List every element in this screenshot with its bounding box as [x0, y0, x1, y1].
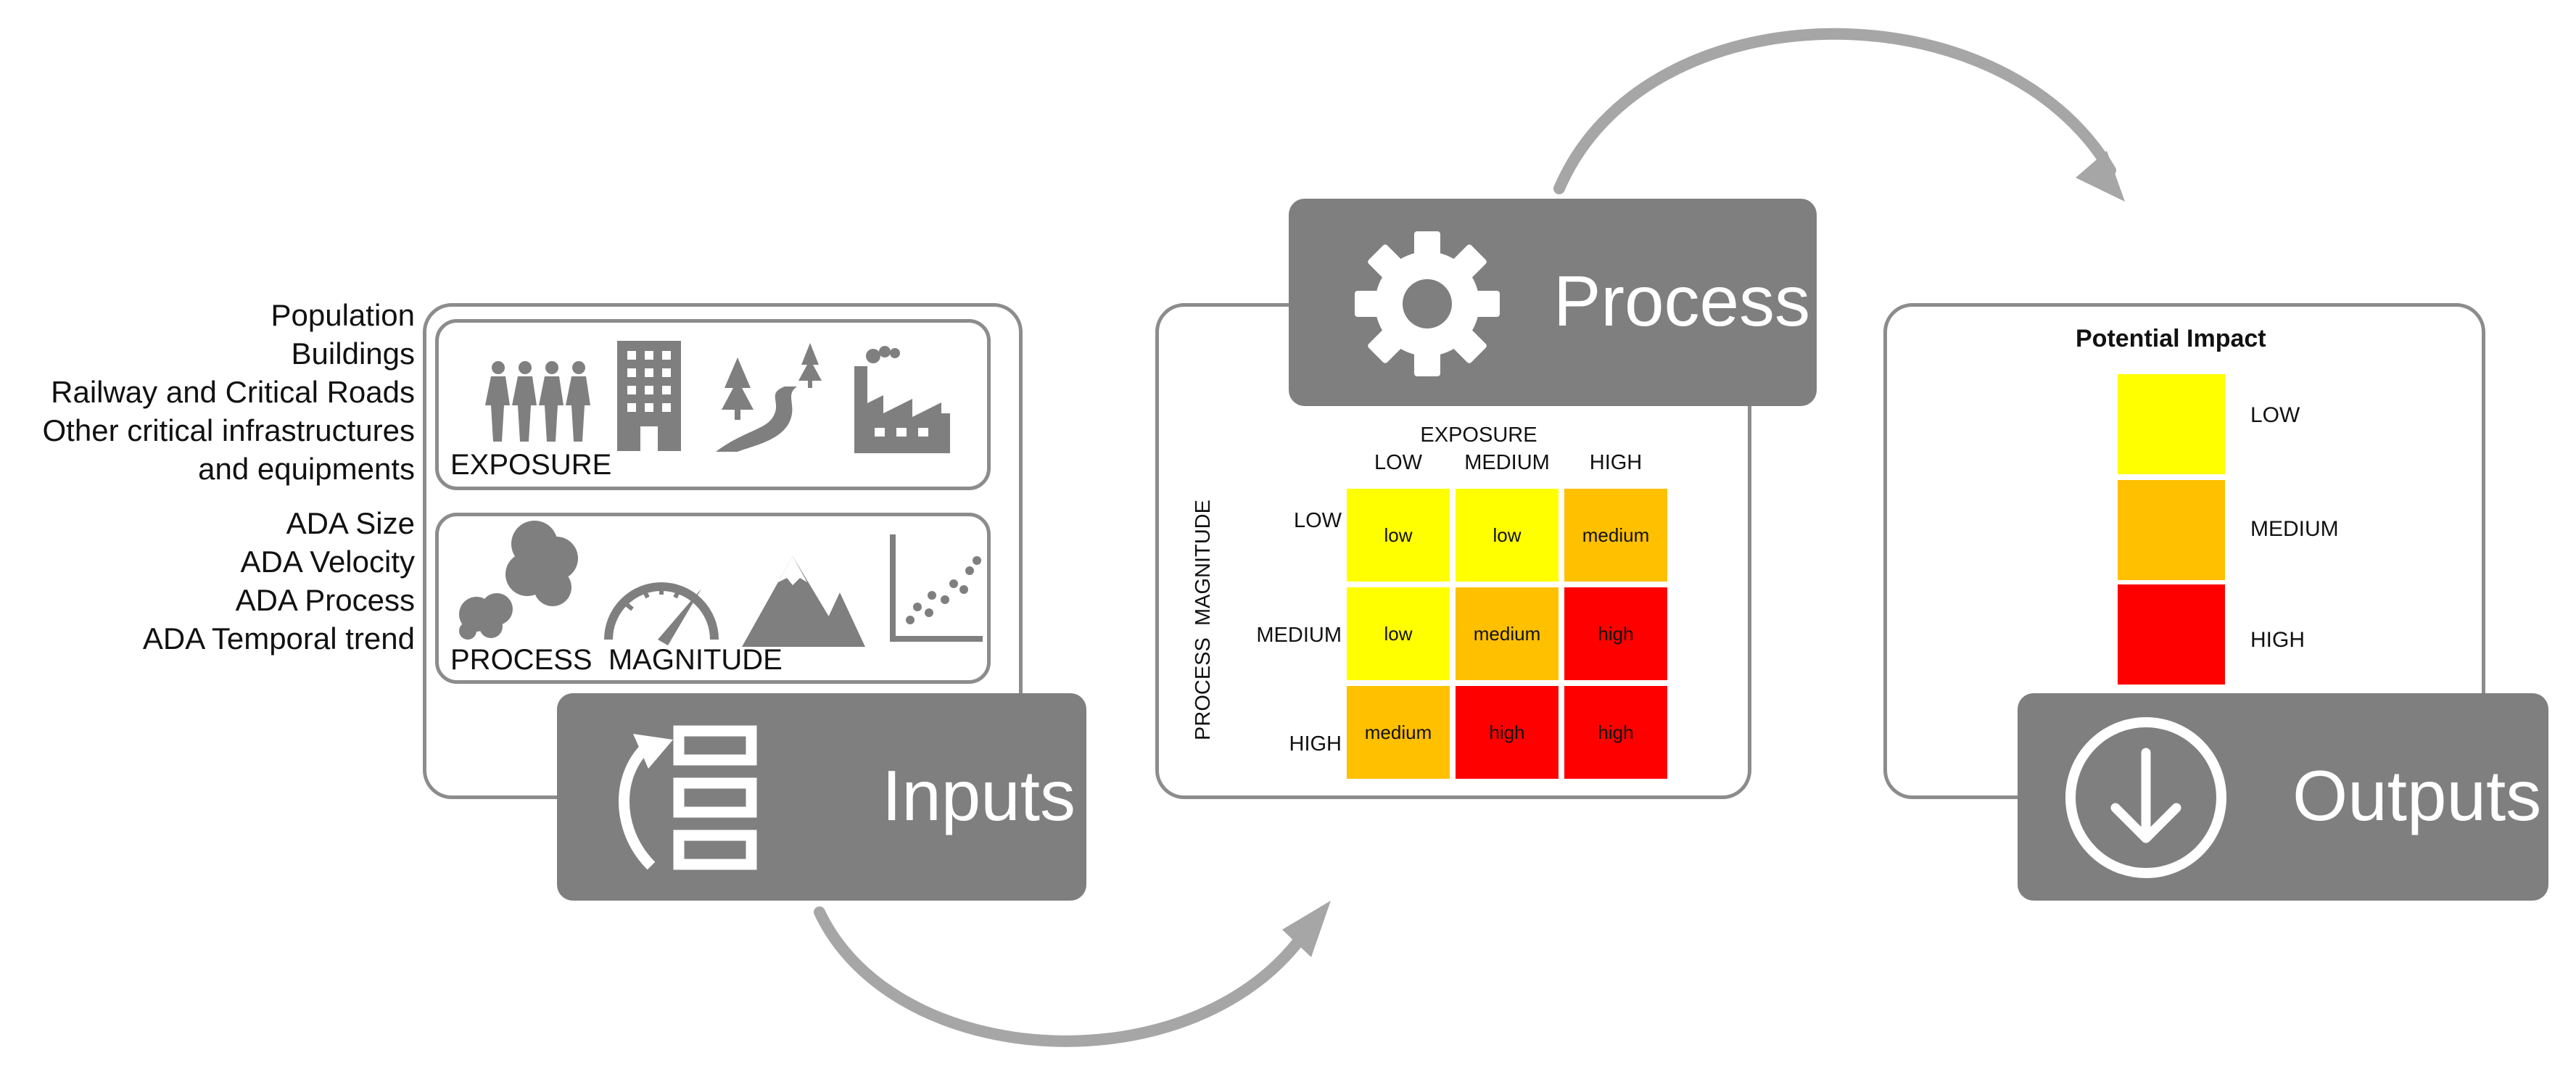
arrowhead-process — [1282, 901, 1331, 957]
row-header-low: LOW — [1293, 509, 1342, 532]
matrix-cell-medium-low: low — [1347, 587, 1450, 680]
magnitude-item: ADA Velocity — [240, 545, 415, 579]
legend-label-medium: MEDIUM — [2250, 517, 2339, 541]
magnitude-item: ADA Temporal trend — [142, 621, 415, 656]
gear-icon — [1355, 231, 1500, 376]
matrix-cell-medium-medium: medium — [1456, 587, 1559, 680]
col-header-low: LOW — [1374, 451, 1423, 474]
download-circle-icon — [2065, 717, 2226, 878]
col-header-medium: MEDIUM — [1464, 451, 1550, 474]
exposure-item: Railway and Critical Roads — [51, 375, 415, 409]
process-magnitude-box: PROCESS MAGNITUDE — [435, 513, 991, 684]
inputs-tile: Inputs — [557, 693, 1086, 901]
matrix-cell-medium-high: high — [1564, 587, 1667, 680]
exposure-axis-title: EXPOSURE — [1420, 423, 1537, 447]
process-tile: Process — [1289, 199, 1817, 406]
impact-legend: Potential Impact LOW MEDIUM HIGH — [1886, 319, 2480, 696]
matrix-cell-low-medium: low — [1456, 489, 1559, 582]
people-icon — [485, 361, 590, 442]
matrix-cell-low-low: low — [1347, 489, 1450, 582]
magnitude-axis-title: PROCESS MAGNITUDE — [1192, 500, 1215, 740]
arrowhead-outputs — [2076, 151, 2125, 202]
exposure-label: EXPOSURE — [450, 449, 612, 481]
exposure-item: Buildings — [291, 336, 415, 371]
exposure-list: Population Buildings Railway and Critica… — [0, 296, 415, 492]
speedometer-icon — [604, 582, 719, 645]
outputs-title: Outputs — [2292, 756, 2542, 835]
process-magnitude-label: PROCESS MAGNITUDE — [450, 644, 783, 676]
process-title: Process — [1553, 261, 1811, 341]
exposure-item: and equipments — [198, 452, 415, 486]
arrow-process-to-outputs — [1553, 28, 2116, 194]
exposure-box: EXPOSURE — [435, 319, 991, 490]
building-icon — [617, 341, 681, 451]
exposure-item: Other critical infrastructures — [42, 413, 415, 447]
input-form-icon — [619, 725, 757, 870]
matrix-cell-low-high: medium — [1564, 489, 1667, 582]
exposure-item: Population — [271, 298, 416, 332]
magnitude-item: ADA Process — [235, 583, 415, 617]
matrix-cell-high-low: medium — [1347, 686, 1450, 779]
scatter-plot-icon — [890, 534, 983, 642]
col-header-high: HIGH — [1589, 451, 1643, 474]
matrix-cell-high-medium: high — [1456, 686, 1559, 779]
outputs-tile: Outputs — [2018, 693, 2548, 901]
legend-swatch-medium — [2118, 480, 2225, 580]
risk-matrix: EXPOSURE LOW MEDIUM HIGH PROCESS MAGNITU… — [1160, 413, 1741, 790]
magnitude-list: ADA Size ADA Velocity ADA Process ADA Te… — [0, 504, 415, 663]
mountain-icon — [742, 556, 865, 647]
clouds-icon — [459, 521, 578, 640]
exposure-items: Population Buildings Railway and Critica… — [43, 296, 415, 488]
legend-swatch-high — [2118, 584, 2225, 685]
factory-icon — [854, 346, 950, 453]
row-header-medium: MEDIUM — [1256, 624, 1342, 647]
matrix-cell-high-high: high — [1564, 686, 1667, 779]
legend-title: Potential Impact — [2076, 325, 2266, 352]
magnitude-items: ADA Size ADA Velocity ADA Process ADA Te… — [143, 504, 415, 658]
legend-label-high: HIGH — [2250, 628, 2305, 652]
magnitude-item: ADA Size — [286, 506, 415, 540]
arrow-inputs-to-process — [814, 906, 1311, 1047]
road-trees-icon — [716, 343, 822, 452]
legend-swatch-low — [2118, 374, 2225, 474]
legend-label-low: LOW — [2250, 403, 2300, 427]
row-header-high: HIGH — [1289, 732, 1342, 756]
inputs-title: Inputs — [882, 756, 1076, 835]
